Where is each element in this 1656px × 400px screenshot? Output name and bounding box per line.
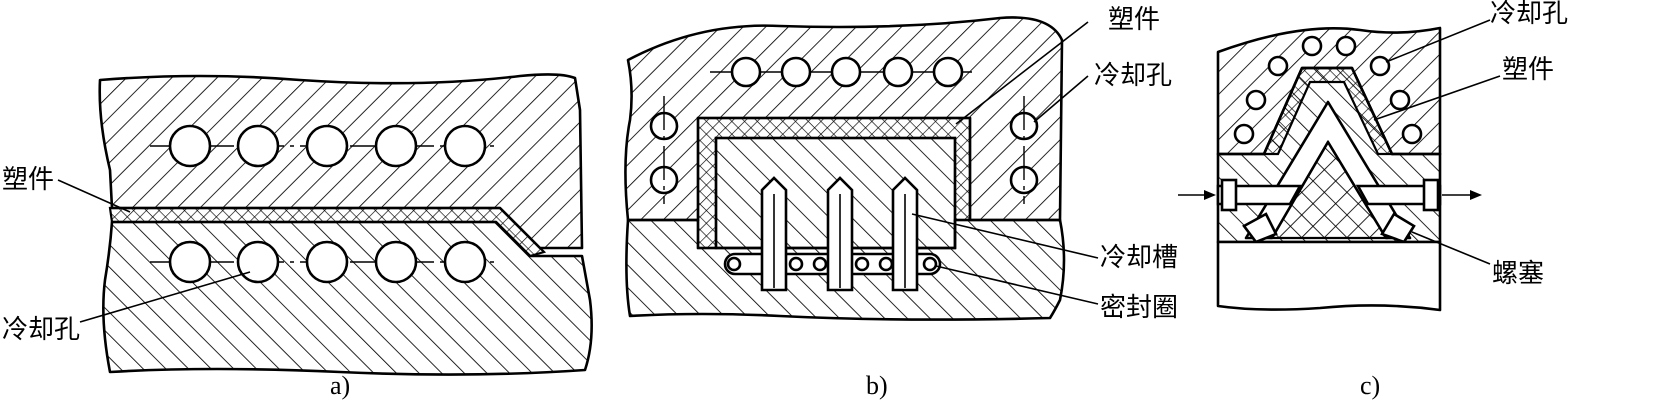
cooling-hole xyxy=(1369,55,1391,77)
plastic-part-c xyxy=(1262,66,1394,156)
seal-ring-section xyxy=(922,256,938,272)
seal-ring-section xyxy=(812,256,828,272)
panel-c: 冷却孔 塑件 螺塞 c) xyxy=(1178,0,1568,400)
plug-bottom-right xyxy=(1380,212,1416,244)
cooling-hole xyxy=(236,240,280,284)
outflow-arrowhead xyxy=(1470,190,1482,200)
label-cooling-hole-b: 冷却孔 xyxy=(1094,61,1172,91)
cooling-hole xyxy=(730,56,762,88)
cooling-hole xyxy=(780,56,812,88)
cooling-hole xyxy=(1401,123,1423,145)
label-part-a: 塑件 xyxy=(2,165,54,195)
plug-right xyxy=(1422,178,1440,212)
cooling-hole xyxy=(1389,89,1411,111)
cooling-hole xyxy=(1233,123,1255,145)
leader-cooling-hole-c xyxy=(1385,19,1491,63)
label-part-c: 塑件 xyxy=(1502,55,1554,85)
cooling-hole xyxy=(236,124,280,168)
leader-cooling-hole-b xyxy=(1033,75,1089,123)
cooling-hole xyxy=(1267,55,1289,77)
outlet-channel xyxy=(1355,184,1442,206)
inflow-arrowhead xyxy=(1204,190,1216,200)
leader-part-c xyxy=(1373,75,1501,121)
plastic-part-b xyxy=(696,116,972,250)
base-plate-c xyxy=(1216,240,1442,312)
plastic-part xyxy=(108,206,547,258)
label-cooling-hole-c: 冷却孔 xyxy=(1490,0,1568,29)
seal-ring-section xyxy=(788,256,804,272)
seal-ring-section xyxy=(726,256,742,272)
cooling-hole xyxy=(932,56,964,88)
caption-a: a) xyxy=(330,371,350,400)
leader-seal-ring-b xyxy=(935,265,1099,305)
inlet-channel xyxy=(1216,184,1303,206)
cooling-pins xyxy=(760,176,919,292)
seal-ring-section xyxy=(854,256,870,272)
cooling-hole xyxy=(305,124,349,168)
cooling-hole xyxy=(443,240,487,284)
label-cooling-groove-b: 冷却槽 xyxy=(1100,243,1178,273)
cooling-hole xyxy=(168,124,212,168)
cooling-hole xyxy=(1245,89,1267,111)
caption-b: b) xyxy=(866,371,888,400)
seal-ring-dots xyxy=(726,256,938,272)
cooling-hole xyxy=(1301,35,1323,57)
cooling-hole xyxy=(374,240,418,284)
label-cooling-hole-a: 冷却孔 xyxy=(2,315,80,345)
cooling-hole xyxy=(830,56,862,88)
leader-part-b xyxy=(955,21,1089,125)
leader-part-a xyxy=(57,179,131,213)
label-part-b: 塑件 xyxy=(1108,5,1160,35)
plug-left xyxy=(1220,178,1238,212)
cooling-hole xyxy=(443,124,487,168)
cooling-hole xyxy=(374,124,418,168)
leader-cooling-hole-a xyxy=(79,271,251,323)
leader-plug-c xyxy=(1411,231,1491,265)
panel-b: 塑件 冷却孔 冷却槽 密封圈 b) xyxy=(624,5,1178,400)
cooling-hole xyxy=(882,56,914,88)
cooling-hole xyxy=(168,240,212,284)
seal-ring-section xyxy=(878,256,894,272)
cooling-hole xyxy=(305,240,349,284)
label-plug-c: 螺塞 xyxy=(1492,259,1544,289)
label-seal-ring-b: 密封圈 xyxy=(1100,293,1178,323)
cooling-holes-lower xyxy=(168,240,487,284)
leader-cooling-groove-b xyxy=(911,213,1099,259)
caption-c: c) xyxy=(1360,371,1380,400)
cooling-holes-c xyxy=(1233,35,1423,145)
panel-a: 塑件 冷却孔 a) xyxy=(2,73,593,400)
cooling-holes-upper xyxy=(168,124,487,168)
core-insert-inner-c xyxy=(1270,139,1388,240)
cooling-hole xyxy=(1335,35,1357,57)
plug-bottom-left xyxy=(1242,212,1278,244)
